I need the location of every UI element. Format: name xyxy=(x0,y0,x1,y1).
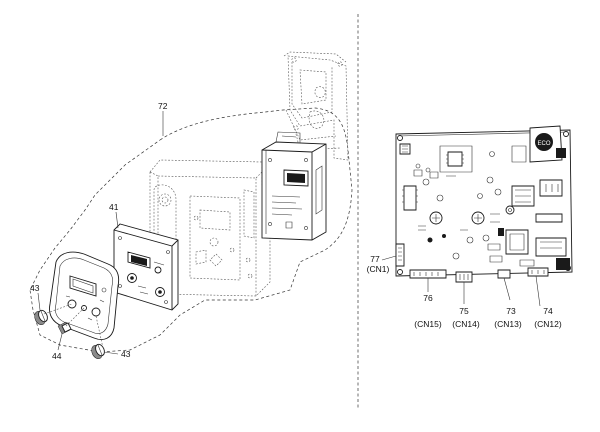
callout-72: 72 xyxy=(158,101,168,111)
subassembly-72-outline xyxy=(29,107,353,353)
display-module xyxy=(261,131,327,241)
callout-41: 41 xyxy=(109,202,119,212)
main-circuit-board: ECO xyxy=(395,125,573,283)
connector-cn15 xyxy=(409,269,447,279)
callout-77: 77 xyxy=(370,254,380,264)
callout-73: 73 xyxy=(506,306,516,316)
callout-74: 74 xyxy=(543,306,553,316)
mounting-bracket xyxy=(283,51,349,161)
callout-43-bottom: 43 xyxy=(121,349,131,359)
knob-43-top xyxy=(34,309,48,325)
front-fascia xyxy=(49,251,120,340)
callout-77-connector: (CN1) xyxy=(367,264,390,274)
control-board-41 xyxy=(113,223,179,311)
connector-cn13 xyxy=(497,269,511,279)
callout-75: 75 xyxy=(459,306,469,316)
svg-text:ECO: ECO xyxy=(537,141,550,147)
callout-73-connector: (CN13) xyxy=(494,319,522,329)
panel-housing xyxy=(149,159,271,297)
callout-75-connector: (CN14) xyxy=(452,319,480,329)
callout-76-connector: (CN15) xyxy=(414,319,442,329)
callout-44: 44 xyxy=(52,351,62,361)
callout-74-connector: (CN12) xyxy=(534,319,562,329)
control-panel-assembly xyxy=(29,51,353,359)
callout-43-top: 43 xyxy=(30,283,40,293)
knob-43-bottom xyxy=(91,343,105,359)
callout-76: 76 xyxy=(423,293,433,303)
